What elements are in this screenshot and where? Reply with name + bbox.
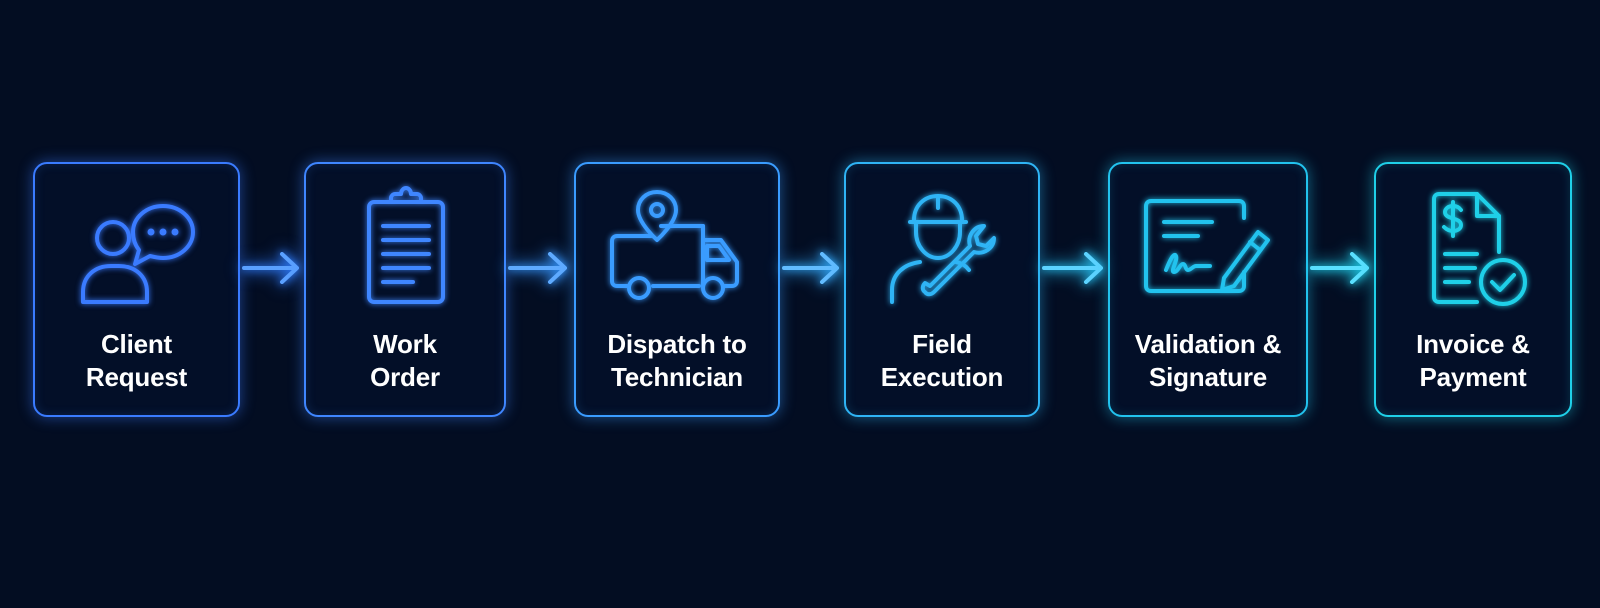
step-label-line2: Execution [880,362,1004,392]
flow-arrow [1310,250,1372,286]
step-label-line2: Request [85,362,188,392]
flow-arrow [508,250,570,286]
step-label-line2: Technician [611,362,743,392]
step-label: Validation & Signature [1110,328,1306,394]
step-label-line1: Field [912,329,972,359]
step-label-line2: Order [370,362,440,392]
clipboard-icon [335,186,475,306]
step-label: Dispatch to Technician [576,328,778,394]
step-label-line2: Payment [1419,362,1527,392]
flow-arrow [1042,250,1106,286]
step-label-line2: Signature [1148,362,1268,392]
step-label: Invoice & Payment [1376,328,1570,394]
step-dispatch-to-technician: Dispatch to Technician [574,162,780,417]
step-field-execution: Field Execution [844,162,1040,417]
step-label-line1: Validation & [1134,329,1282,359]
step-label-line1: Work [373,329,437,359]
technician-wrench-icon [872,190,1012,306]
step-work-order: Work Order [304,162,506,417]
step-label-line1: Dispatch to [607,329,747,359]
flow-arrow [782,250,842,286]
delivery-truck-location-icon [607,190,747,306]
step-label: Client Request [35,328,238,394]
step-label-line1: Invoice & [1416,329,1530,359]
step-label: Field Execution [846,328,1038,394]
step-validation-signature: Validation & Signature [1108,162,1308,417]
client-chat-icon [67,190,207,306]
step-client-request: Client Request [33,162,240,417]
signed-document-pen-icon [1138,190,1278,306]
step-label: Work Order [306,328,504,394]
invoice-check-icon [1403,190,1543,306]
flow-arrow [242,250,302,286]
step-label-line1: Client [100,329,173,359]
step-invoice-payment: Invoice & Payment [1374,162,1572,417]
